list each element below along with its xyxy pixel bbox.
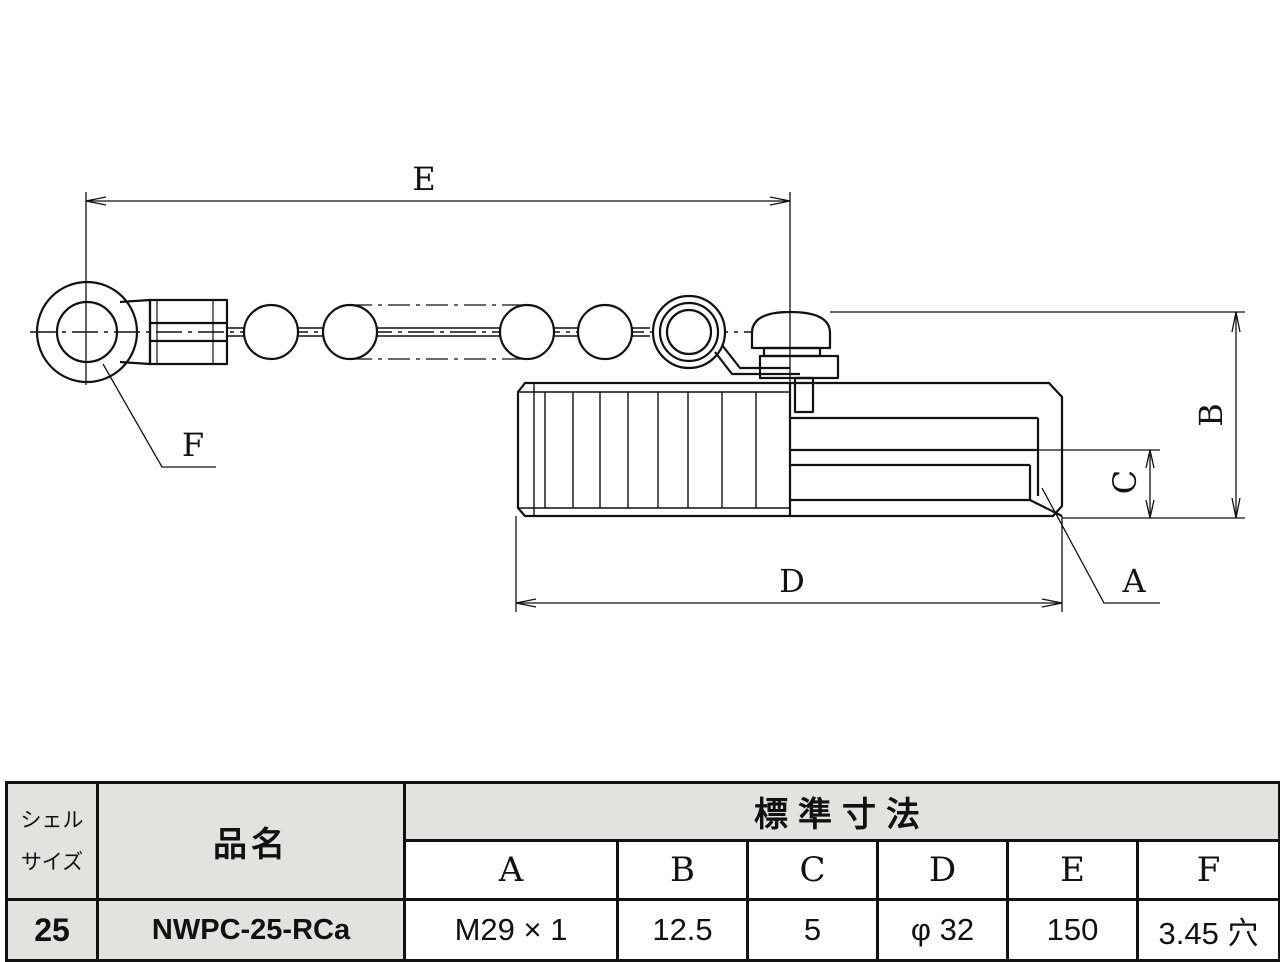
cap-knob [750,310,832,350]
standard-dims-header: 標準寸法 [402,781,1280,842]
value-a-cell: M29 × 1 [403,898,619,962]
value-f-cell: 3.45 穴 [1135,898,1280,962]
shell-size-header-line2: サイズ [20,850,84,874]
chain-ball [576,303,634,361]
value-d-cell: φ 32 [876,898,1009,962]
column-header-c: C [746,839,879,901]
chain-ball [498,303,556,361]
dim-label-e: E [412,160,435,198]
product-name-header: 品名 [96,781,406,901]
value-c-cell: 5 [746,898,879,962]
chain-end-loop [651,294,727,370]
chain-ball [321,303,379,361]
shell-size-cell: 25 [5,898,99,962]
column-header-d: D [876,839,1009,901]
leader-f [102,363,216,468]
dim-label-c: C [1106,470,1144,494]
shell-size-header-line1: シェル [20,808,84,832]
value-e-cell: 150 [1006,898,1139,962]
spec-table: シェル サイズ 品名 標準寸法 A B C D E F 25 NWPC-25-R… [5,781,1280,962]
product-name-cell: NWPC-25-RCa [96,898,406,962]
shell-size-header: シェル サイズ [5,781,99,901]
dim-label-d: D [779,562,805,600]
ring-terminal-hole [55,300,119,364]
column-header-e: E [1006,839,1139,901]
table-row: 25 NWPC-25-RCa M29 × 1 12.5 5 φ 32 150 3… [5,898,1280,962]
dim-label-a: A [1121,562,1146,600]
column-header-f: F [1135,839,1280,901]
leader-a [1041,487,1160,604]
column-header-a: A [403,839,619,901]
dim-label-f: F [182,426,204,464]
ring-terminal-outer [35,280,139,384]
chain-ball [242,303,300,361]
column-header-b: B [616,839,749,901]
crimp-sleeve [148,298,229,366]
technical-drawing: E F D A B C [30,160,1245,612]
dim-label-b: B [1192,403,1230,427]
value-b-cell: 12.5 [616,898,749,962]
cap-body [516,381,1064,518]
